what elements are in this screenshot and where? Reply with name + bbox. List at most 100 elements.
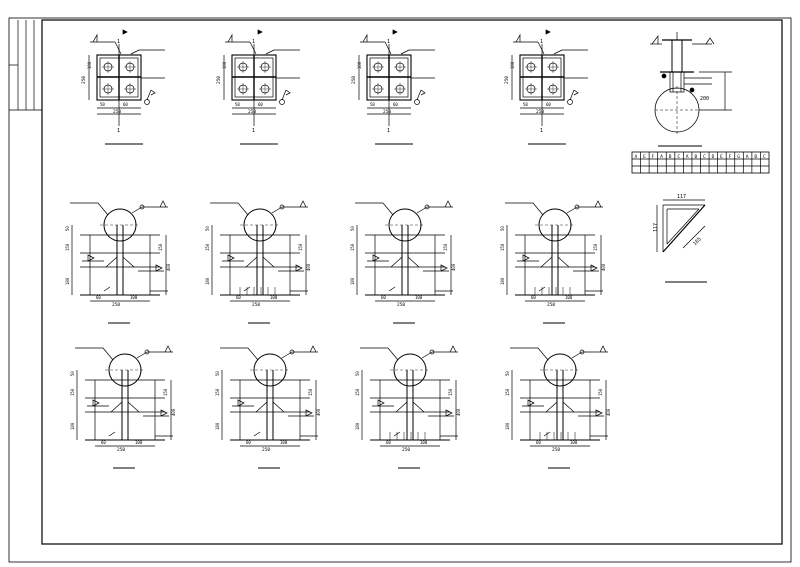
- elev-width-label: 250: [402, 447, 410, 453]
- elev-dim-label: 180: [205, 277, 210, 285]
- elev-dim-label: 180: [350, 277, 355, 285]
- elev-width-label: 250: [397, 302, 405, 308]
- plan-dim-width: 250: [383, 109, 391, 115]
- elev-dim-label: 180: [65, 277, 70, 285]
- plan-dim-side-a: 100: [510, 61, 515, 69]
- pipe-dim-label: 200: [700, 96, 709, 102]
- elev-bottom-label: 100: [280, 440, 288, 445]
- elev-dim-label: 50: [500, 226, 505, 231]
- schedule-cell: B: [669, 154, 672, 160]
- schedule-cell: D: [712, 154, 715, 160]
- section-cut-label: 1: [117, 39, 120, 45]
- schedule-cell: A: [635, 154, 638, 160]
- left-title-strip: [9, 20, 42, 111]
- schedule-cell: B: [754, 154, 757, 160]
- elev-dim-label: 50: [70, 371, 75, 376]
- elev-dim-label: 150: [350, 243, 355, 251]
- elev-dim-label: 150: [205, 243, 210, 251]
- elev-height-label: 400: [306, 263, 311, 271]
- outer-border: [8, 17, 792, 563]
- schedule-cell: A: [660, 154, 663, 160]
- section-cut-label: 1: [540, 39, 543, 45]
- elev-dim-label: 150: [215, 388, 220, 396]
- elev-dim-label: 150: [308, 388, 313, 396]
- gusset-width-label: 117: [677, 194, 686, 200]
- elev-height-label: 400: [456, 408, 461, 416]
- elev-bottom-label: 100: [270, 295, 278, 300]
- elev-bottom-label: 100: [415, 295, 423, 300]
- elev-bottom-label: 60: [236, 295, 241, 300]
- elev-bottom-label: 60: [246, 440, 251, 445]
- elev-bottom-label: 100: [135, 440, 143, 445]
- schedule-cell: G: [737, 154, 740, 160]
- elev-height-label: 400: [451, 263, 456, 271]
- elev-dim-label: 180: [505, 422, 510, 430]
- plan-dim-tick: 60: [546, 102, 551, 107]
- plan-dim-tick: 50: [100, 102, 105, 107]
- elev-bottom-label: 100: [420, 440, 428, 445]
- elev-height-label: 400: [601, 263, 606, 271]
- elev-dim-label: 50: [205, 226, 210, 231]
- plan-dim-side: 250: [504, 76, 510, 84]
- elev-bottom-label: 60: [536, 440, 541, 445]
- section-cut-label: 1: [252, 128, 255, 134]
- plan-dim-side-a: 100: [357, 61, 362, 69]
- schedule-cell: C: [703, 154, 706, 160]
- plan-dim-tick: 50: [523, 102, 528, 107]
- elev-dim-label: 180: [70, 422, 75, 430]
- elev-height-label: 400: [606, 408, 611, 416]
- elev-bottom-label: 60: [101, 440, 106, 445]
- plan-dim-side-a: 100: [87, 61, 92, 69]
- elev-width-label: 250: [262, 447, 270, 453]
- plan-dim-tick: 50: [235, 102, 240, 107]
- gusset-diag-label: 165: [692, 236, 703, 247]
- elev-width-label: 250: [547, 302, 555, 308]
- elev-width-label: 250: [117, 447, 125, 453]
- schedule-cell: A: [686, 154, 689, 160]
- section-cut-label: 1: [387, 39, 390, 45]
- elev-width-label: 250: [112, 302, 120, 308]
- elev-dim-label: 150: [163, 388, 168, 396]
- schedule-cell: C: [763, 154, 766, 160]
- elev-dim-label: 50: [350, 226, 355, 231]
- elev-dim-label: 150: [500, 243, 505, 251]
- schedule-cell: E: [643, 154, 646, 160]
- schedule-cell: B: [694, 154, 697, 160]
- elev-dim-label: 150: [443, 243, 448, 251]
- section-cut-label: 1: [540, 128, 543, 134]
- elev-dim-label: 50: [65, 226, 70, 231]
- elev-bottom-label: 60: [96, 295, 101, 300]
- elev-dim-label: 150: [355, 388, 360, 396]
- elev-bottom-label: 100: [570, 440, 578, 445]
- schedule-cell: F: [729, 154, 732, 160]
- elev-dim-label: 180: [500, 277, 505, 285]
- section-cut-label: 1: [117, 128, 120, 134]
- elev-bottom-label: 60: [531, 295, 536, 300]
- elev-dim-label: 150: [70, 388, 75, 396]
- plan-dim-tick: 60: [123, 102, 128, 107]
- schedule-cell: F: [652, 154, 655, 160]
- elev-bottom-label: 60: [386, 440, 391, 445]
- plan-dim-tick: 50: [370, 102, 375, 107]
- plan-dim-width: 250: [536, 109, 544, 115]
- section-cut-label: 1: [252, 39, 255, 45]
- plan-dim-side-a: 100: [222, 61, 227, 69]
- elev-width-label: 250: [552, 447, 560, 453]
- gusset-detail: 117 117 165: [653, 194, 707, 283]
- elev-dim-label: 150: [158, 243, 163, 251]
- elev-dim-label: 150: [448, 388, 453, 396]
- plan-dim-tick: 60: [258, 102, 263, 107]
- elev-height-label: 400: [316, 408, 321, 416]
- elev-dim-label: 180: [215, 422, 220, 430]
